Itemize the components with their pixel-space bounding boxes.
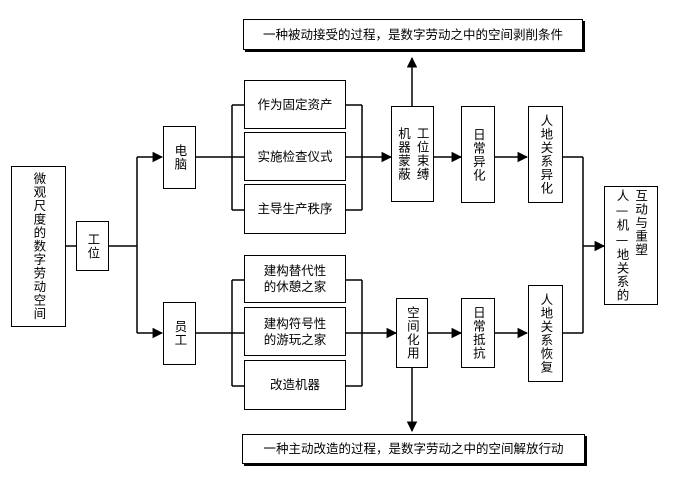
node-alt-rest-home: 建构替代性的休憩之家 (244, 255, 346, 303)
node-symbolic-play-home-label: 建构符号性的游玩之家 (263, 315, 327, 347)
caption-active-process-text: 一种主动改造的过程，是数字劳动之中的空间解放行动 (263, 441, 564, 457)
caption-active-process: 一种主动改造的过程，是数字劳动之中的空间解放行动 (242, 434, 585, 464)
node-modify-machine: 改造机器 (244, 360, 346, 410)
node-restoration: 人地关系恢复 (528, 285, 563, 382)
node-computer: 电脑 (163, 126, 196, 189)
node-daily-alienation-label: 日常异化 (470, 127, 486, 182)
node-machine-mask-col1: 工位束缚 (414, 127, 430, 181)
node-micro-space: 微观尺度的数字劳动空间 (11, 166, 66, 327)
node-alienation: 人地关系异化 (528, 106, 563, 203)
node-production-order: 主导生产秩序 (244, 184, 346, 234)
node-space-use: 空间化用 (396, 298, 428, 368)
node-daily-alienation: 日常异化 (461, 106, 495, 203)
node-inspection-instrument: 实施检查仪式 (244, 132, 346, 181)
node-daily-resistance-label: 日常抵抗 (470, 306, 486, 360)
node-employee-label: 员工 (172, 320, 188, 347)
node-workplace: 工位 (76, 221, 109, 271)
node-machine-mask: 工位束缚 机器蒙蔽 (391, 106, 434, 202)
node-production-order-label: 主导生产秩序 (257, 201, 333, 217)
node-alienation-label: 人地关系异化 (538, 114, 554, 195)
node-daily-resistance: 日常抵抗 (461, 298, 495, 368)
node-computer-label: 电脑 (172, 144, 188, 171)
node-symbolic-play-home: 建构符号性的游玩之家 (244, 307, 346, 356)
node-fixed-asset: 作为固定资产 (244, 80, 346, 129)
node-fixed-asset-label: 作为固定资产 (257, 96, 333, 112)
node-micro-space-label: 微观尺度的数字劳动空间 (31, 172, 47, 321)
caption-passive-process: 一种被动接受的过程，是数字劳动之中的空间剥削条件 (243, 19, 583, 50)
node-interaction-col1: 互动与重塑 (633, 189, 649, 257)
node-restoration-label: 人地关系恢复 (538, 293, 554, 374)
node-interaction-col2: 人—机—地关系的 (614, 189, 630, 302)
node-inspection-instrument-label: 实施检查仪式 (257, 148, 333, 164)
node-employee: 员工 (163, 302, 196, 365)
caption-passive-process-text: 一种被动接受的过程，是数字劳动之中的空间剥削条件 (262, 26, 563, 42)
node-workplace-label: 工位 (85, 232, 101, 260)
node-space-use-label: 空间化用 (404, 306, 420, 360)
node-modify-machine-label: 改造机器 (269, 377, 320, 393)
node-machine-mask-col2: 机器蒙蔽 (396, 127, 411, 181)
node-alt-rest-home-label: 建构替代性的休憩之家 (263, 263, 327, 294)
node-interaction: 互动与重塑 人—机—地关系的 (604, 186, 658, 305)
